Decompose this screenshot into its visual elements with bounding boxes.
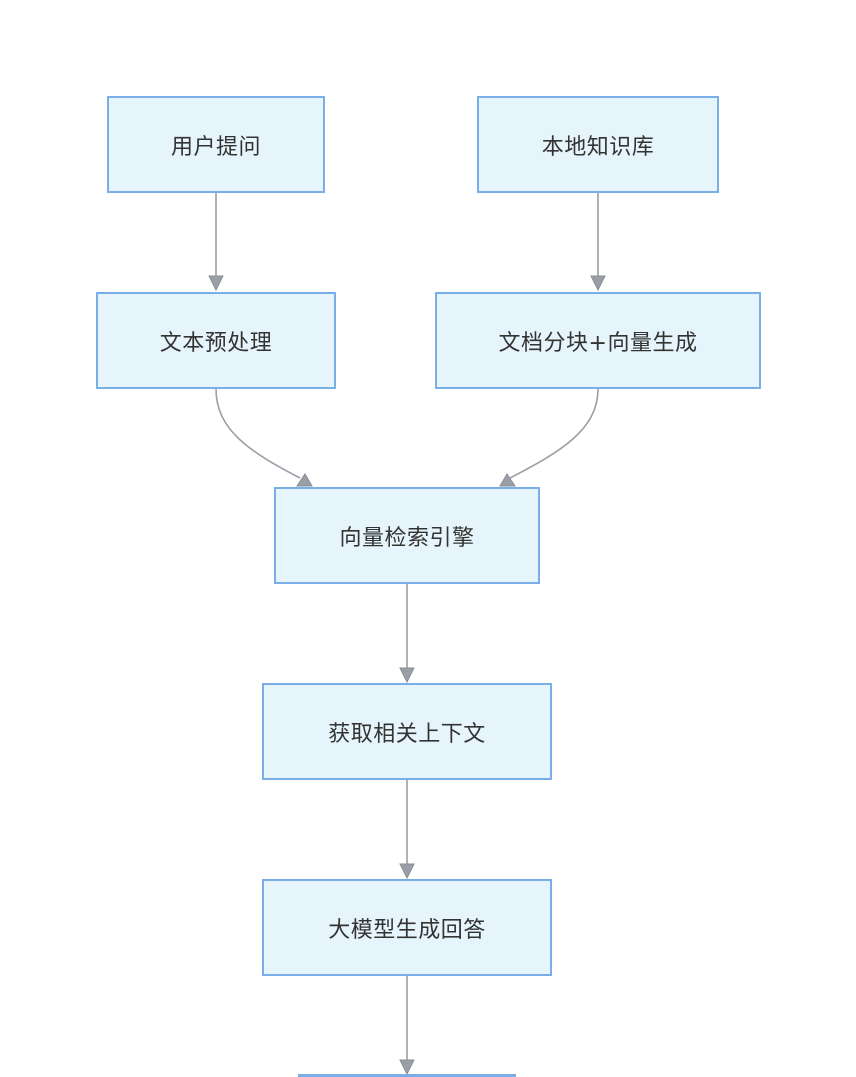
arrowhead-search-left <box>296 473 313 487</box>
node-label-chunking-vectorization: 文档分块+向量生成 <box>498 330 698 356</box>
node-label-llm-answer: 大模型生成回答 <box>328 917 486 943</box>
node-vector-search-engine: 向量检索引擎 <box>274 487 540 584</box>
arrowhead-search-right <box>499 473 516 487</box>
arrowhead-next <box>399 1059 415 1076</box>
arrowhead-answer <box>399 863 415 880</box>
node-label-retrieve-context: 获取相关上下文 <box>328 721 486 747</box>
node-label-local-knowledge-base: 本地知识库 <box>541 134 655 160</box>
node-label-user-question: 用户提问 <box>170 134 261 160</box>
node-local-knowledge-base: 本地知识库 <box>477 96 719 193</box>
node-label-vector-search-engine: 向量检索引擎 <box>339 525 475 551</box>
edge-chunk-to-search <box>509 388 599 479</box>
node-chunking-vectorization: 文档分块+向量生成 <box>435 292 761 389</box>
node-user-question: 用户提问 <box>107 96 325 193</box>
arrowhead-context <box>399 667 415 684</box>
arrowhead-preprocess <box>208 275 224 292</box>
node-llm-answer: 大模型生成回答 <box>262 879 552 976</box>
node-text-preprocessing: 文本预处理 <box>96 292 336 389</box>
node-next-cutoff <box>298 1074 516 1077</box>
node-retrieve-context: 获取相关上下文 <box>262 683 552 780</box>
edge-preprocess-to-search <box>215 388 301 479</box>
node-label-text-preprocessing: 文本预处理 <box>159 330 273 356</box>
arrowhead-chunk <box>590 275 606 292</box>
